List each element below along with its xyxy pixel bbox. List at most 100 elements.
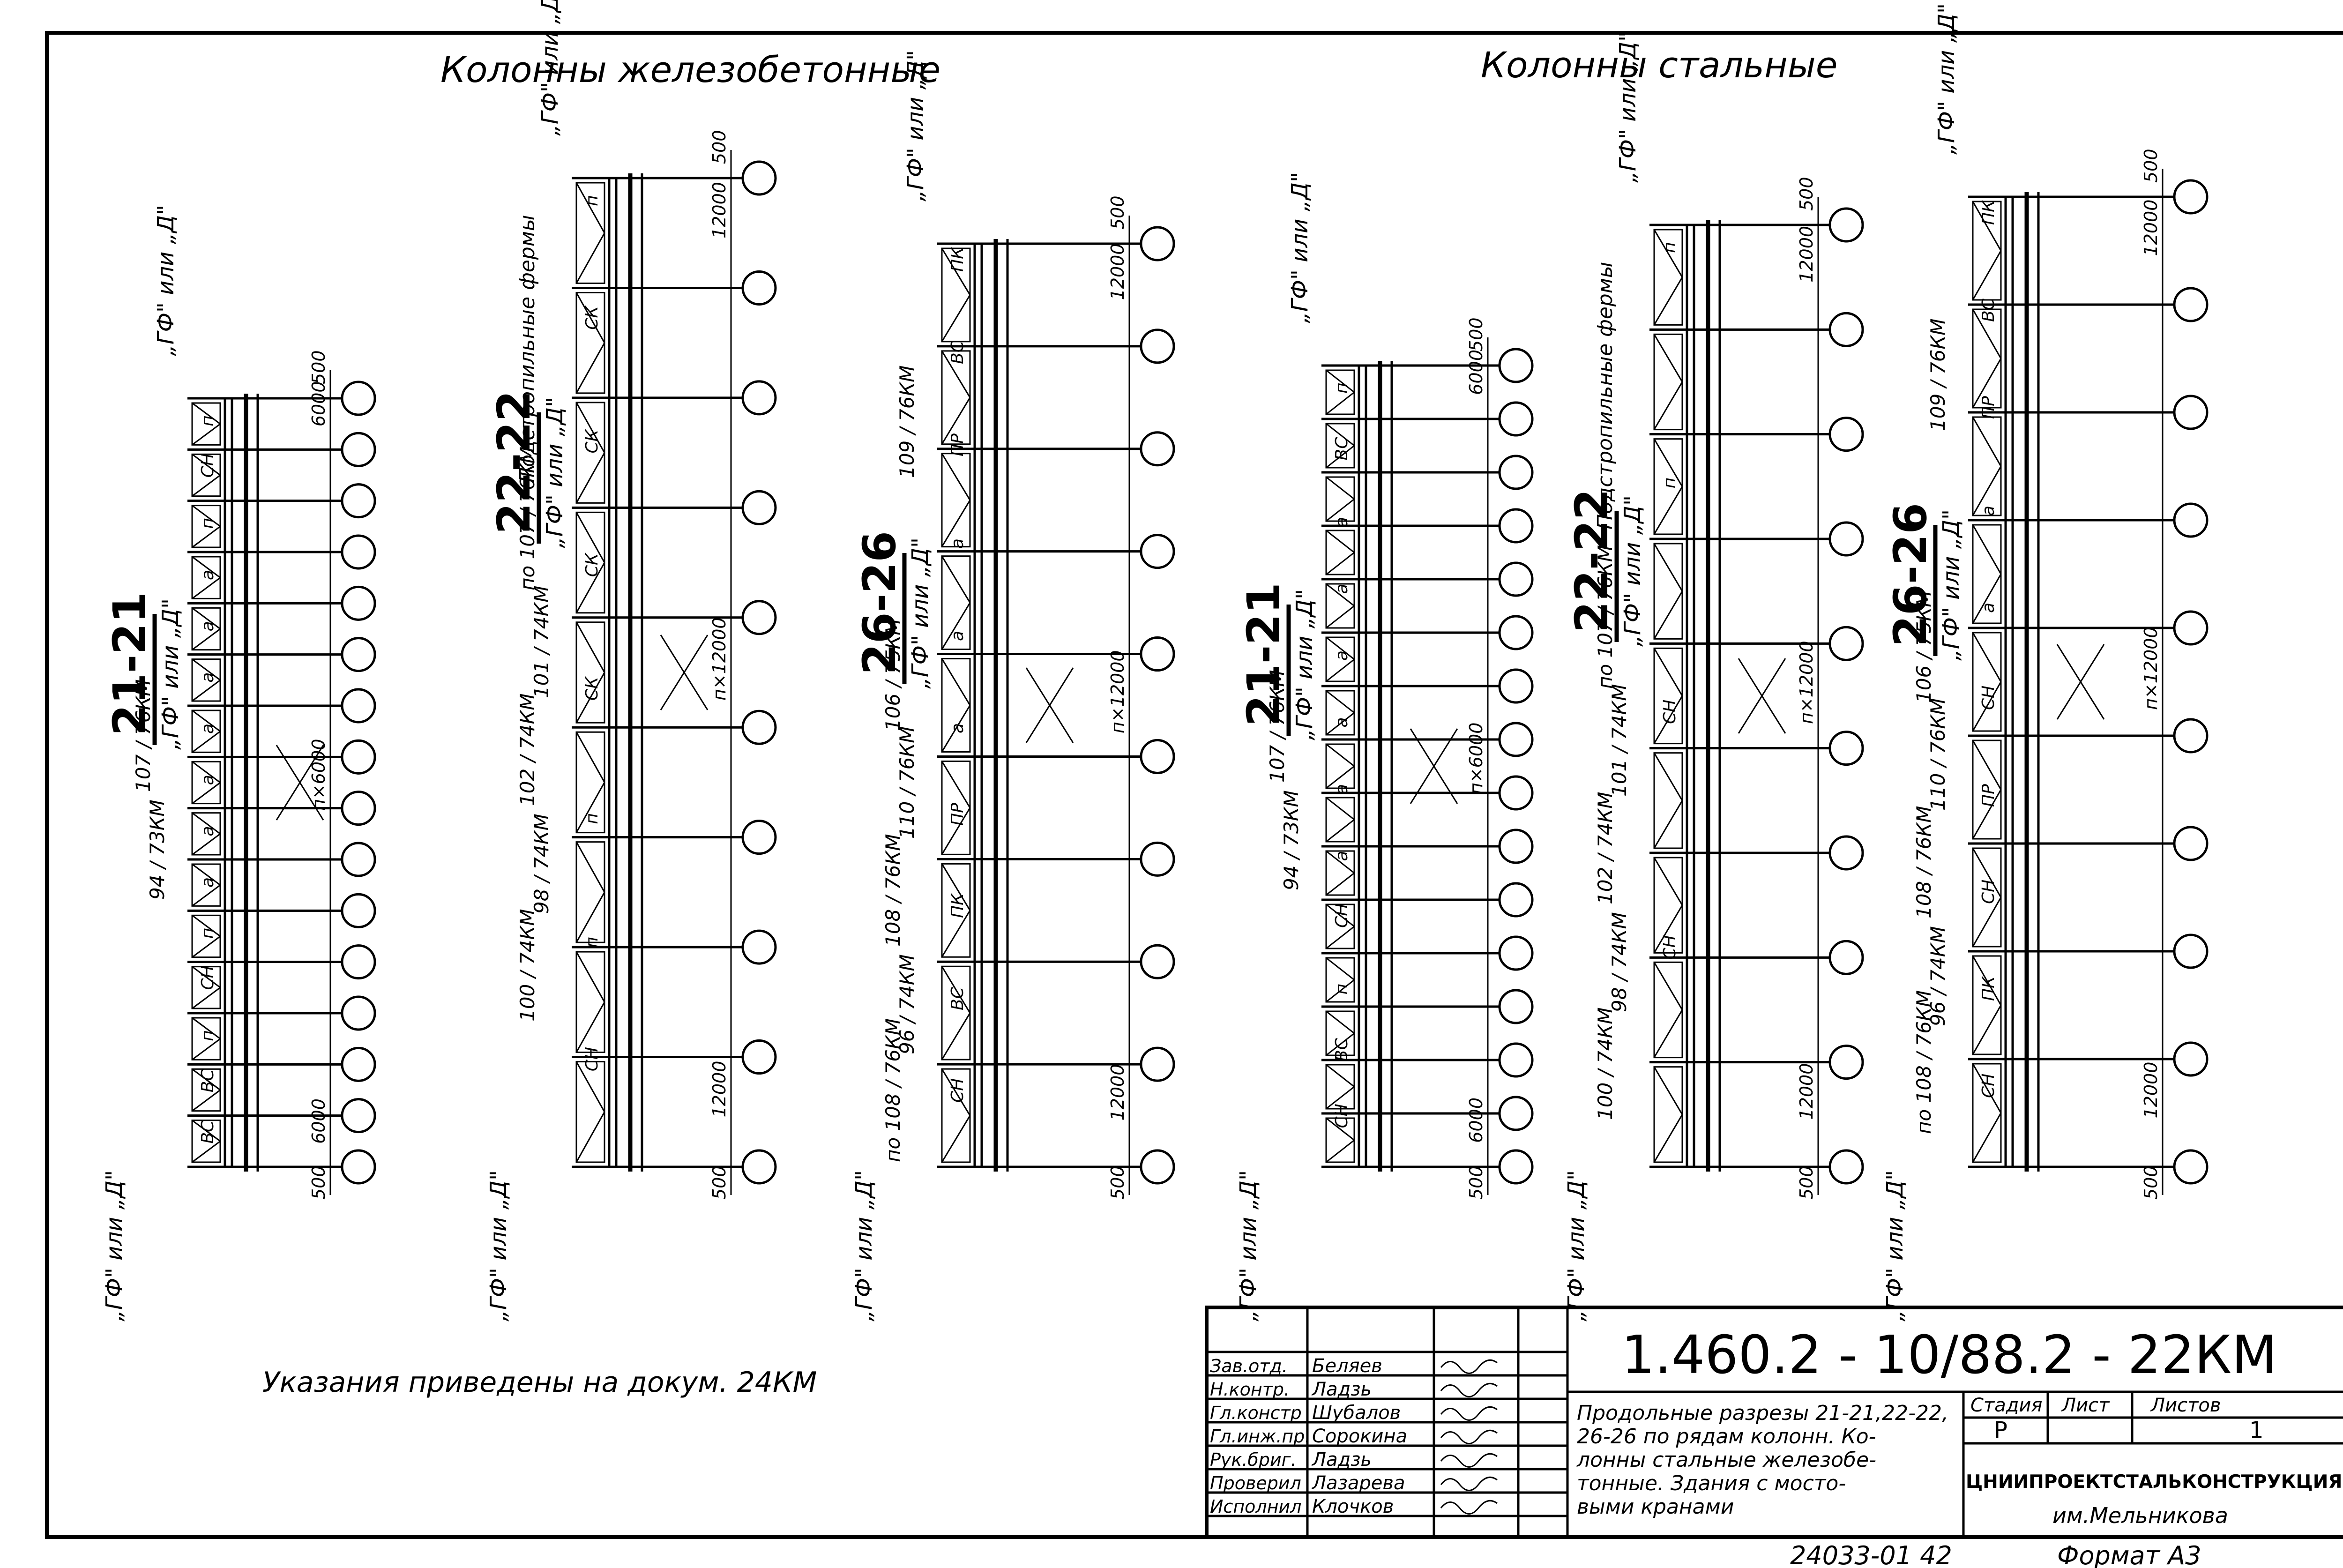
truss-panel [1325,476,1355,522]
member-code: п [198,928,217,939]
axis-marker [741,490,777,525]
axis-marker [1498,989,1534,1024]
axis-marker [1140,1046,1175,1082]
axis-marker [1498,348,1534,383]
section-cut-label: 22-22 [1566,489,1618,633]
member-code: а [948,631,967,641]
member-code: а [198,877,217,888]
member-code: ВС [1332,1038,1351,1061]
member-code: а [1332,784,1351,794]
truss-panel [1325,530,1355,575]
member-code: п [582,937,602,948]
section-mid-label: „ГФ" или „Д" [907,538,933,689]
truss-panel [1325,690,1355,736]
stage-header: Стадия [1970,1395,2042,1416]
truss-panel [1653,647,1683,745]
dimension-value: п×6000 [1466,723,1486,794]
member-code: а [1332,717,1351,727]
staff-name: Сорокина [1312,1426,1407,1447]
axis-marker [1828,207,1864,243]
staff-name: Ладзь [1311,1379,1372,1400]
reference-label: 107 / 76КМ [132,679,155,792]
dimension-value: п×12000 [709,617,730,701]
truss-panel [575,951,605,1053]
axis-marker [1140,944,1175,979]
description-line-1: Продольные разрезы 21-21,22-22, [1577,1401,1948,1425]
description-line-2: 26-26 по рядам колонн. Ко- [1577,1425,1876,1449]
axis-marker [2173,933,2209,969]
axis-marker [341,1046,376,1082]
reference-label: по 108 / 76КМ [1912,990,1935,1134]
axis-marker [741,820,777,855]
axis-marker [2173,1149,2209,1185]
member-code: СН [1979,1074,1998,1098]
section-top-label: „ГФ" или „Д" [903,50,929,202]
member-code: СН [1979,686,1998,710]
archive-number: 24033-01 42 [1790,1541,1952,1568]
reference-label: 100 / 74КМ [1594,1007,1617,1120]
truss-panel [1653,961,1683,1059]
staff-role: Проверил [1210,1473,1301,1493]
member-code: п [1660,478,1679,489]
member-code: СН [1660,935,1679,959]
axis-marker [341,534,376,570]
signature-mark [1440,1476,1498,1491]
signature-mark [1440,1359,1498,1374]
reference-label: 100 / 74КМ [516,909,539,1022]
dimension-value: 6000 [308,1098,329,1144]
member-code: а [948,723,967,733]
axis-marker [1140,739,1175,774]
axis-marker [1828,731,1864,766]
axis-marker [2173,395,2209,430]
axis-marker [1498,401,1534,437]
truss-panel [941,350,971,445]
section-s21: 21-21„ГФ" или „Д"„ГФ" или „Д"„ГФ" или „Д… [1235,172,1534,1322]
member-code: СН [582,1047,602,1071]
reference-label: 108 / 76КМ [1912,806,1935,918]
truss-panel [941,965,971,1060]
staff-role: Зав.отд. [1210,1356,1288,1376]
signature-mark [1440,1453,1498,1468]
reference-label: 96 / 74КМ [895,954,918,1054]
axis-marker [1498,1096,1534,1131]
axis-marker [741,1039,777,1075]
staff-role: Исполнил [1210,1496,1302,1517]
signature-mark [1440,1382,1498,1397]
reference-label: 110 / 76КМ [1926,698,1949,811]
signature-mark [1440,1429,1498,1444]
member-code: СК [582,306,602,330]
truss-panel [1972,955,2002,1055]
axis-marker [1828,1045,1864,1080]
member-code: СК [582,553,602,577]
truss-panel [1325,797,1355,843]
section-mid-label: „ГФ" или „Д" [157,598,184,750]
reference-label: 101 / 74КМ [530,585,553,698]
axis-marker [1498,561,1534,597]
member-code: а [198,826,217,836]
reference-label: по 107 / 76КМ [1594,545,1617,689]
member-code: п [1660,242,1679,253]
section-bottom-label: „ГФ" или „Д" [101,1170,127,1322]
member-code: СН [198,965,217,990]
truss-panel [575,1061,605,1163]
member-code: а [1332,517,1351,527]
axis-marker [741,270,777,306]
member-code: п [198,415,217,426]
section-bottom-label: „ГФ" или „Д" [851,1170,877,1322]
dimension-value: 12000 [1107,243,1128,300]
member-code: а [198,570,217,580]
member-code: ПР [948,803,967,826]
staff-name: Клочков [1312,1496,1394,1517]
member-code: п [198,1030,217,1041]
dimension-value: п×12000 [1107,650,1128,733]
axis-marker [1498,1149,1534,1185]
axis-marker [341,432,376,467]
dimension-value: 12000 [1796,226,1817,283]
heading-concrete: Колонны железобетонные [440,49,940,90]
staff-name: Беляев [1312,1355,1382,1377]
